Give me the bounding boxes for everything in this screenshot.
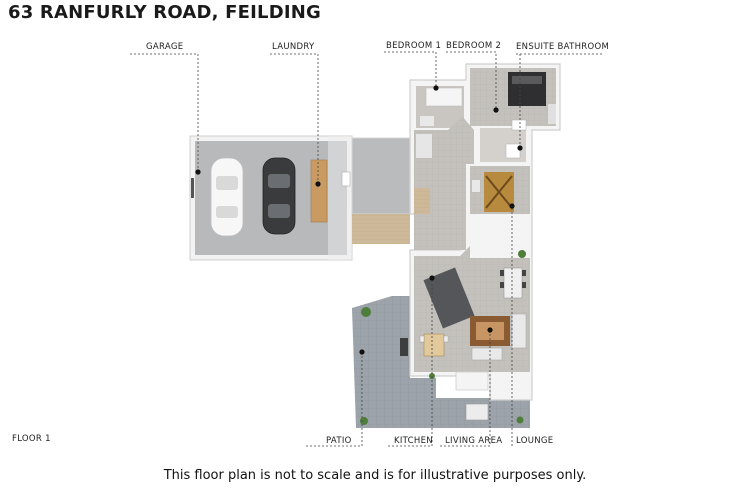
plant-icon	[516, 416, 524, 424]
patio-area	[352, 296, 530, 428]
bedroom-3	[470, 166, 530, 214]
plant-icon	[518, 250, 526, 258]
kitchen-island	[423, 267, 475, 329]
bedroom-1	[416, 86, 464, 128]
page-title: 63 RANFURLY ROAD, FEILDING	[8, 2, 322, 23]
label-bedroom-2: BEDROOM 2	[446, 41, 502, 51]
dining-table-icon	[500, 267, 526, 299]
plant-icon	[361, 307, 371, 317]
label-lounge: LOUNGE	[516, 436, 554, 446]
outdoor-table-icon	[465, 403, 489, 421]
outdoor-chair-icon	[400, 338, 408, 356]
label-ensuite-bathroom: ENSUITE BATHROOM	[516, 42, 610, 52]
garage-room	[189, 135, 353, 261]
car-icon	[262, 157, 296, 235]
kitchen-dining-icon	[419, 333, 449, 357]
car-icon	[210, 157, 244, 237]
ensuite-bathroom	[480, 119, 527, 162]
plant-icon	[360, 417, 368, 425]
breezeway	[351, 137, 413, 244]
label-garage: GARAGE	[146, 42, 184, 52]
bedroom-2	[470, 68, 556, 126]
label-leaders	[130, 51, 604, 447]
laundry-bench	[310, 159, 328, 223]
open-plan-living	[414, 246, 530, 391]
label-laundry: LAUNDRY	[272, 42, 315, 52]
lounge-furniture	[470, 313, 527, 361]
hallway	[414, 116, 474, 250]
floor-label: FLOOR 1	[12, 434, 51, 444]
label-kitchen: KITCHEN	[394, 436, 433, 446]
label-living-area: LIVING AREA	[445, 436, 503, 446]
bed-icon	[425, 87, 463, 107]
label-bedroom-1: BEDROOM 1	[386, 41, 442, 51]
label-patio: PATIO	[326, 436, 352, 446]
disclaimer-note: This floor plan is not to scale and is f…	[163, 468, 587, 483]
label-dots	[195, 85, 523, 355]
